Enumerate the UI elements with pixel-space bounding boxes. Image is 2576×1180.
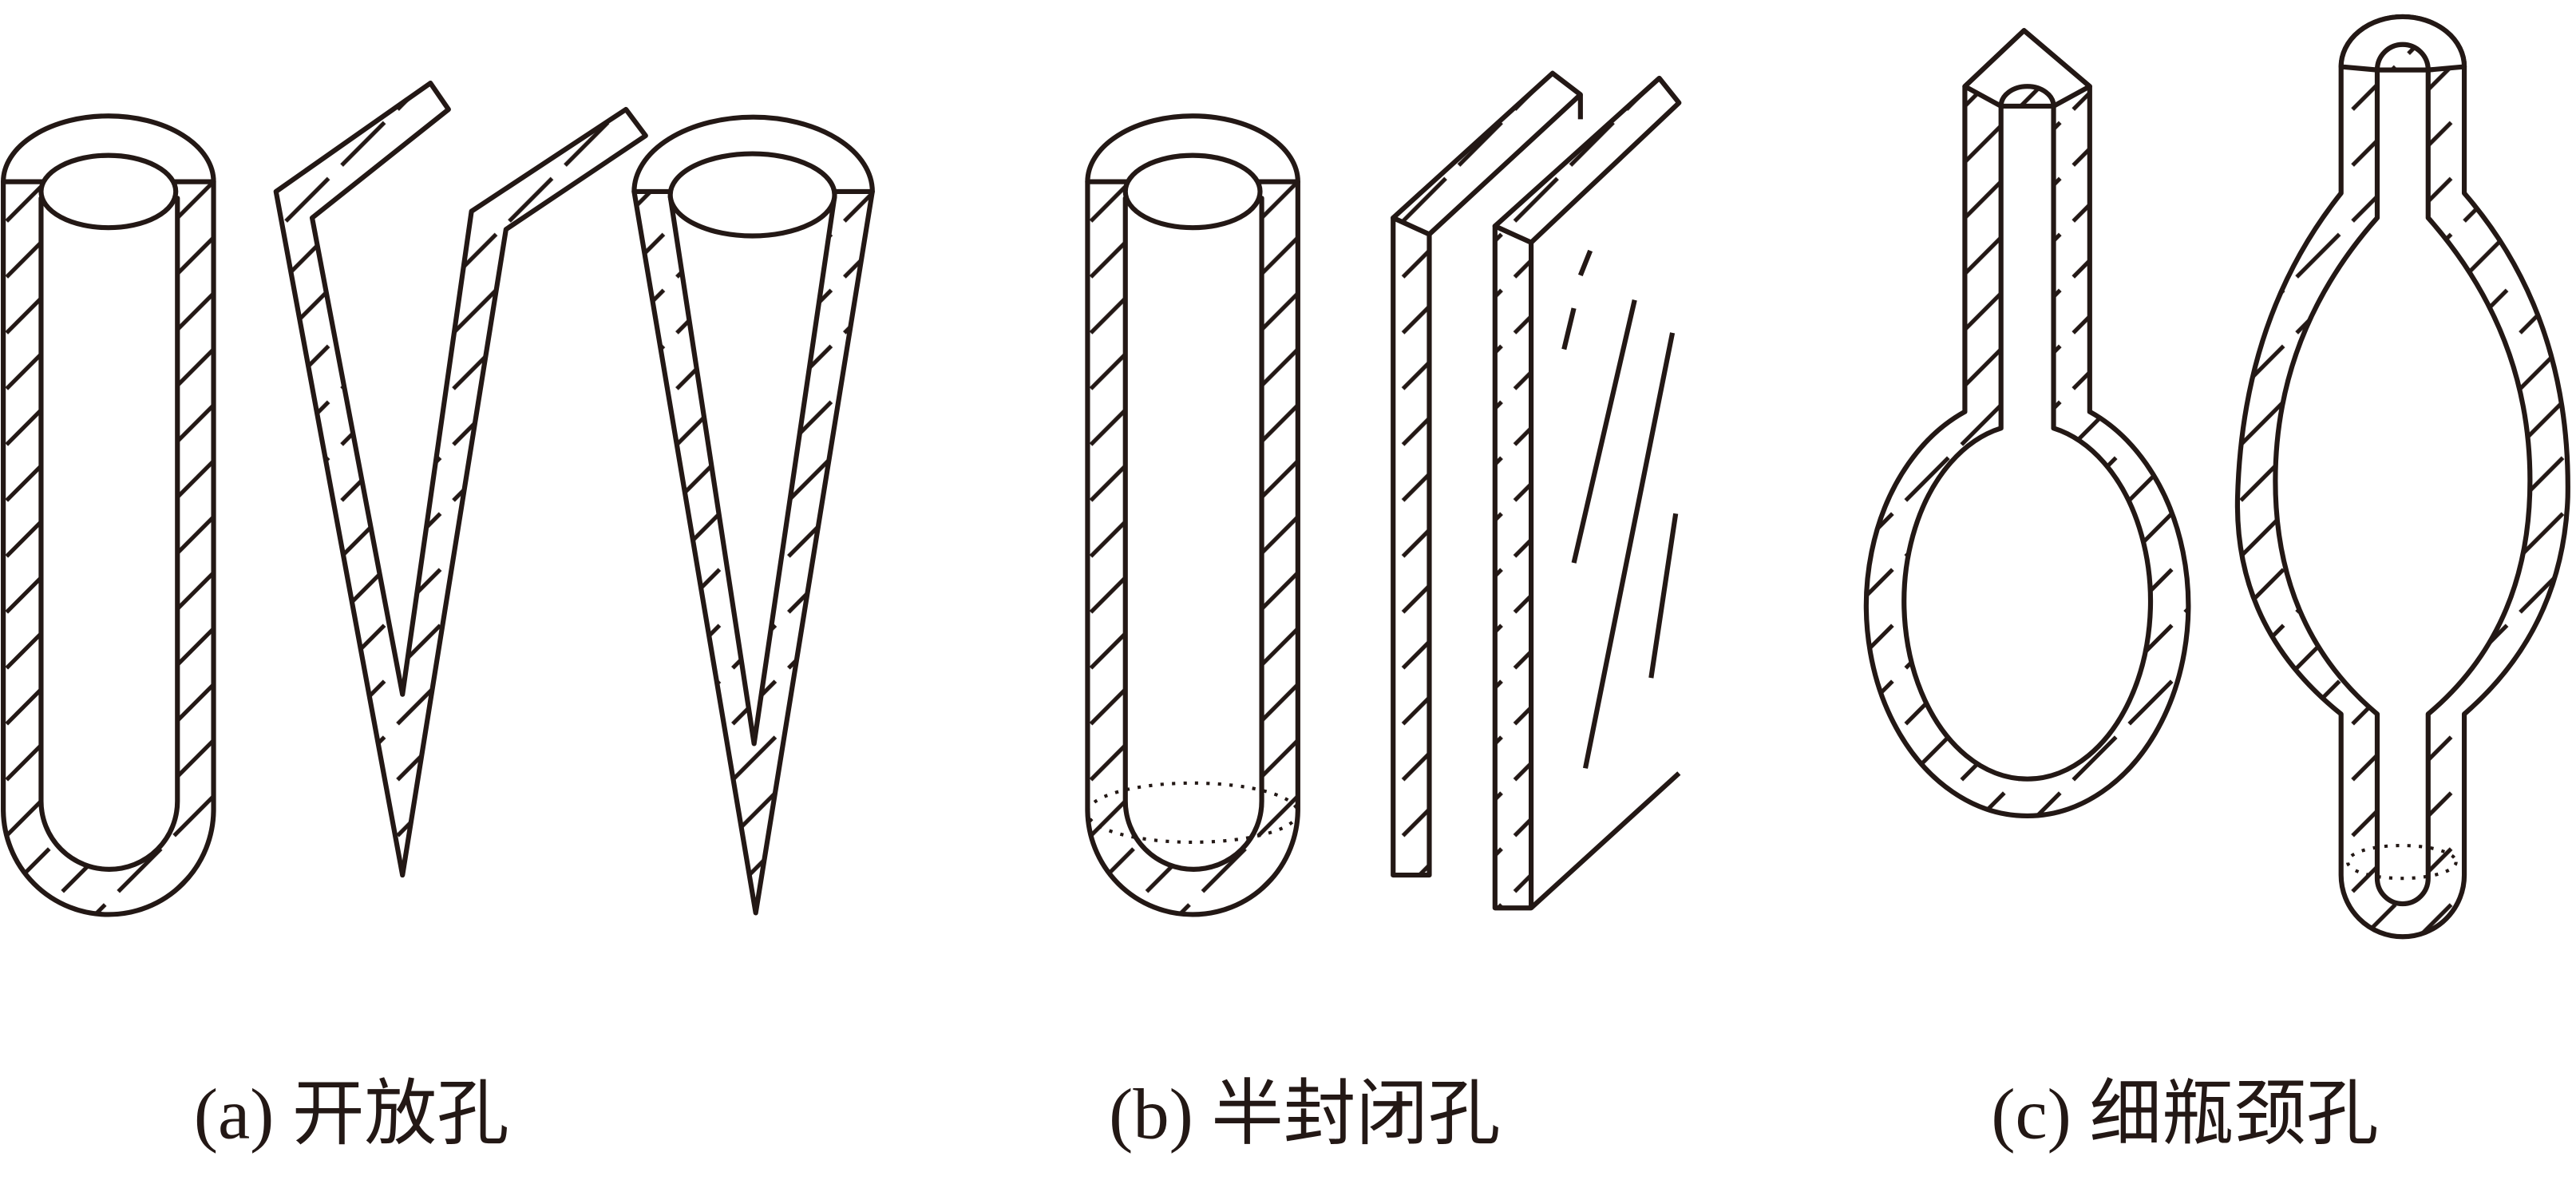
open-pore-wedge xyxy=(273,81,648,878)
label-semi-closed-pore: (b) 半封闭孔 xyxy=(1109,1073,1500,1154)
semi-closed-pore-slit xyxy=(1391,70,1682,911)
open-pore-cylinder xyxy=(1,113,216,917)
open-pore-cone xyxy=(631,114,875,916)
ink-bottle-pore-flask xyxy=(1863,28,2191,818)
label-ink-bottle-pore: (c) 细瓶颈孔 xyxy=(1991,1073,2378,1154)
label-open-pore: (a) 开放孔 xyxy=(194,1073,509,1154)
semi-closed-pore-tube xyxy=(1085,113,1300,917)
ink-bottle-pore-double-neck xyxy=(2234,14,2570,940)
